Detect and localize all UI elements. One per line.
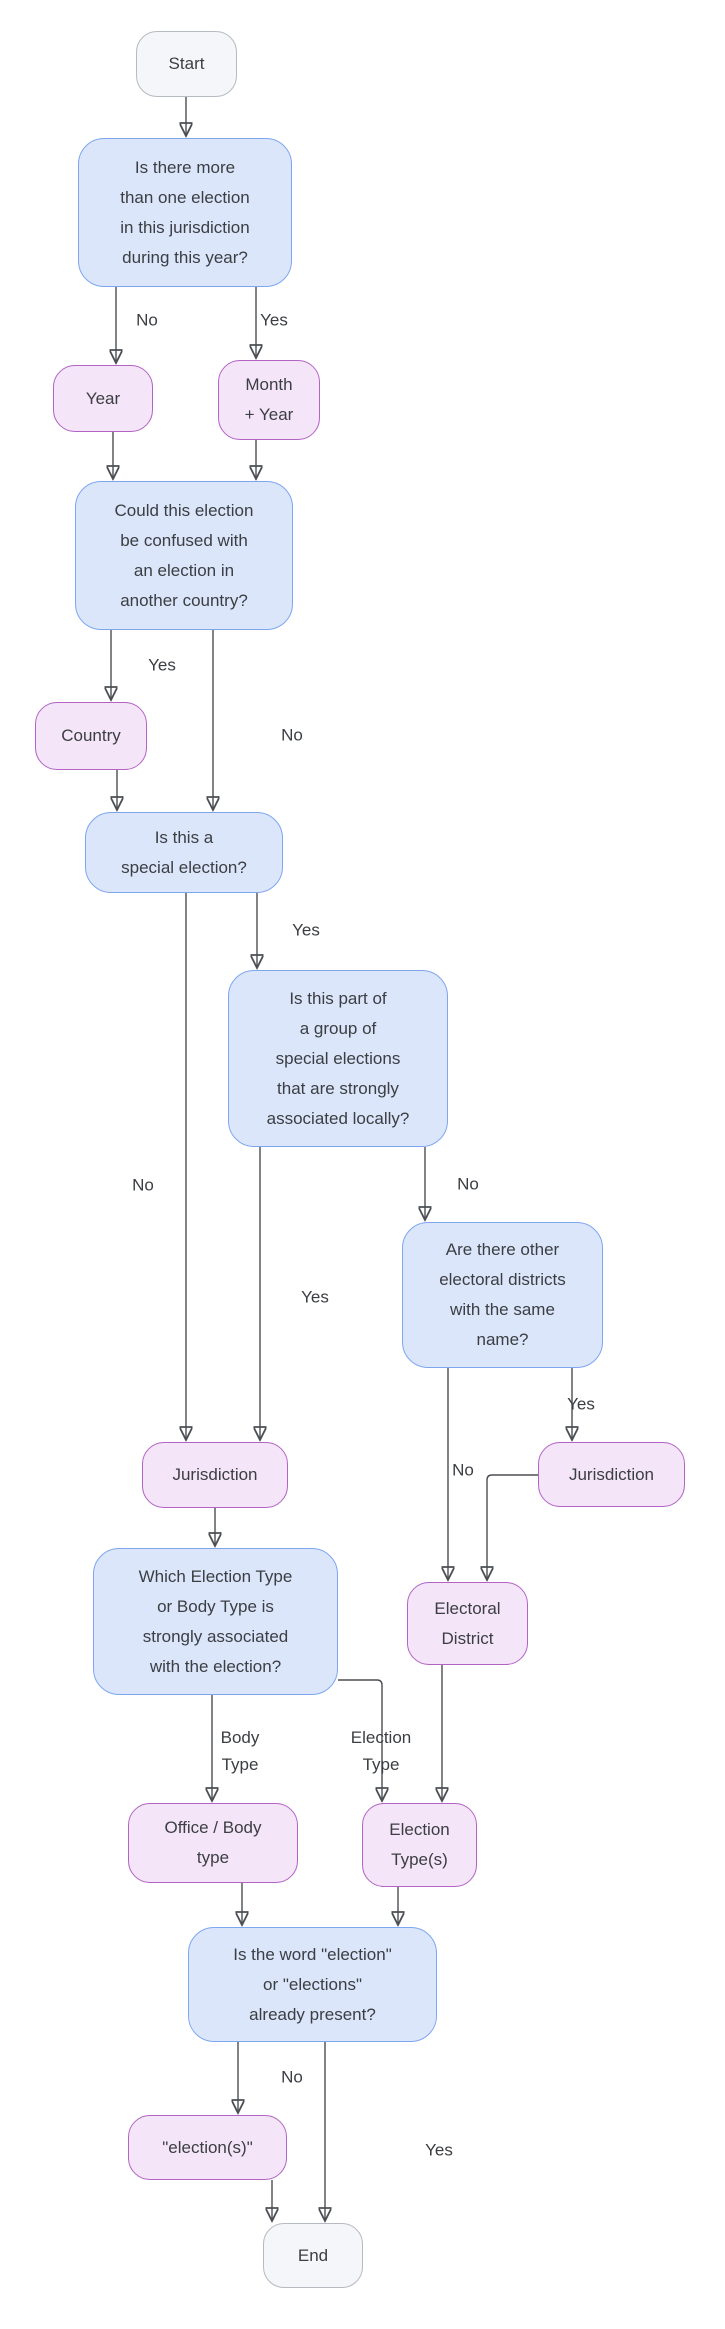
node-q-group-special: Is this part of a group of special elect… (228, 970, 448, 1147)
node-country: Country (35, 702, 147, 770)
node-election-types: Election Type(s) (362, 1803, 477, 1887)
edge-label-no-special: No (281, 725, 303, 745)
node-start: Start (136, 31, 237, 97)
edge-label-yes-jurisdiction-2: Yes (567, 1394, 595, 1414)
node-electoral-district: Electoral District (407, 1582, 528, 1665)
node-q-multiple-elections: Is there more than one election in this … (78, 138, 292, 287)
edge-label-no-jurisdiction: No (132, 1175, 154, 1195)
node-q-special-election: Is this a special election? (85, 812, 283, 893)
edge-label-election-type: Election Type (350, 1728, 412, 1774)
edge-label-no-districts: No (457, 1174, 479, 1194)
node-q-word-election: Is the word "election" or "elections" al… (188, 1927, 437, 2042)
edge-label-body-type: Body Type (220, 1728, 260, 1774)
edge-jurisdiction-2-to-electoral-district (487, 1474, 538, 1580)
node-jurisdiction-2: Jurisdiction (538, 1442, 685, 1507)
edge-label-yes-country: Yes (148, 655, 176, 675)
edge-label-yes-end: Yes (425, 2140, 453, 2160)
edge-label-yes-month-year: Yes (260, 310, 288, 330)
node-year: Year (53, 365, 153, 432)
node-q-which-type: Which Election Type or Body Type is stro… (93, 1548, 338, 1695)
node-jurisdiction: Jurisdiction (142, 1442, 288, 1508)
node-q-other-districts: Are there other electoral districts with… (402, 1222, 603, 1368)
node-end: End (263, 2223, 363, 2288)
node-q-confused-country: Could this election be confused with an … (75, 481, 293, 630)
edge-label-no-election-s: No (281, 2067, 303, 2087)
node-office-body-type: Office / Body type (128, 1803, 298, 1883)
node-month-year: Month + Year (218, 360, 320, 440)
edge-label-no-electoral-district: No (452, 1460, 474, 1480)
edge-label-yes-group: Yes (292, 920, 320, 940)
edge-label-yes-jurisdiction: Yes (301, 1287, 329, 1307)
edge-label-no-year: No (136, 310, 158, 330)
node-election-s: "election(s)" (128, 2115, 287, 2180)
edge-q-which-type-to-election-types (338, 1679, 382, 1801)
